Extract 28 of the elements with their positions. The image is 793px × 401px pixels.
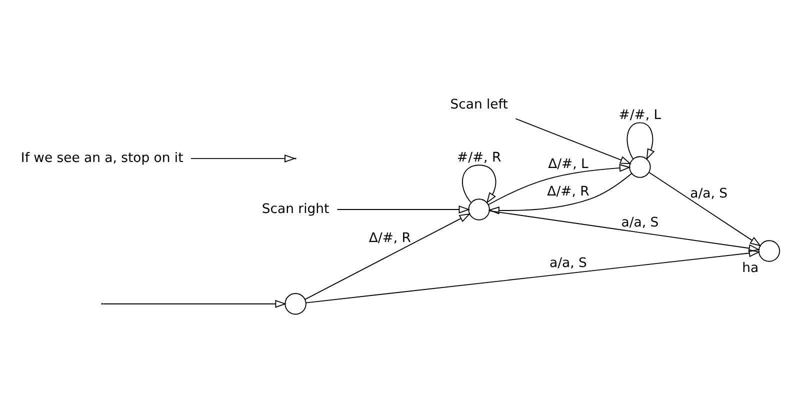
arrow [488, 163, 631, 205]
arrow [336, 205, 470, 213]
arrow [305, 248, 760, 303]
node-circle [468, 198, 490, 220]
node-circle [758, 240, 780, 262]
arrow [515, 118, 632, 164]
arrow [626, 122, 655, 160]
node-text: If we see an a, stop on it [20, 150, 184, 166]
arrow [304, 212, 471, 300]
node-text: Scan left [450, 96, 508, 112]
node-label: ha [742, 260, 759, 276]
node-circle [284, 292, 306, 314]
arrow [102, 299, 287, 308]
edge-label: a/a, S [550, 256, 587, 271]
edge-label: Δ/#, R [368, 230, 411, 246]
edge-label: Δ/#, L [548, 156, 588, 172]
edge-label: #/#, R [457, 150, 502, 166]
edge-label: a/a, S [690, 186, 728, 201]
arrow [648, 172, 762, 246]
arrow [190, 154, 296, 162]
edge-label: a/a, S [621, 215, 659, 230]
node-text: Scan right [262, 201, 330, 216]
arrow [488, 172, 632, 214]
arrow [462, 164, 496, 204]
edge-label: Δ/#, R [547, 184, 590, 200]
arrow [489, 210, 760, 252]
edge-label: #/#, L [618, 108, 662, 123]
node-circle [629, 156, 651, 178]
